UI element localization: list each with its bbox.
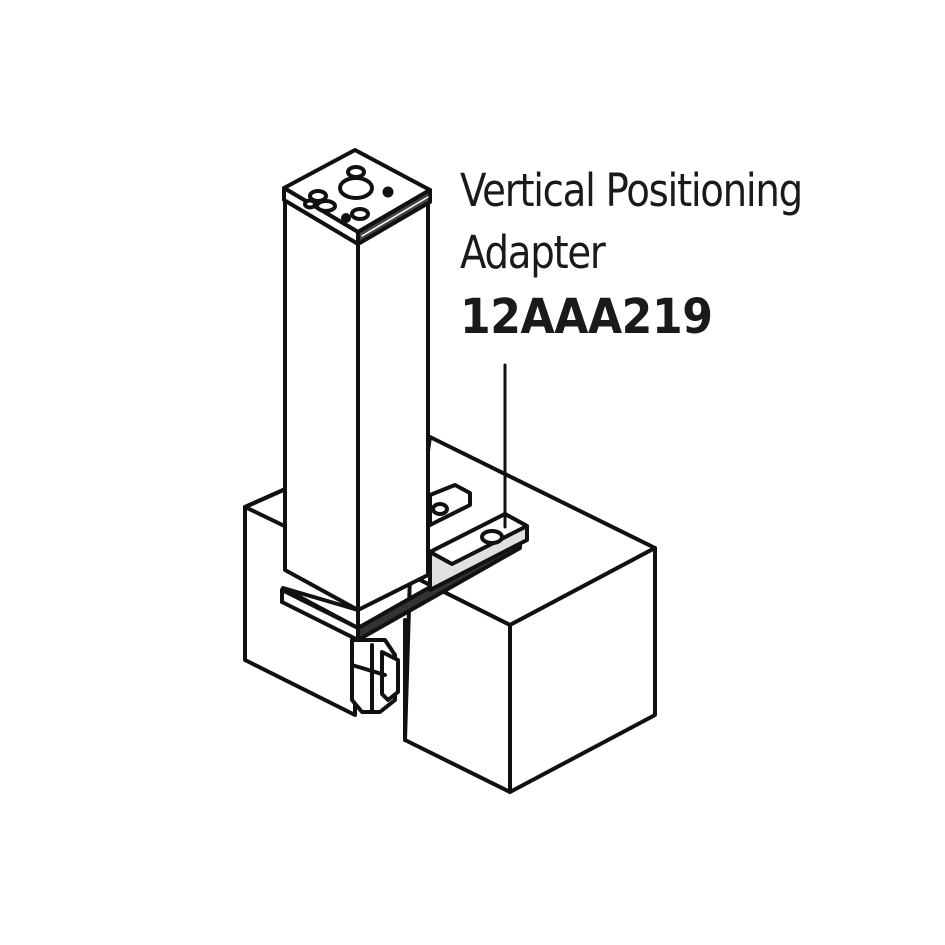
vertical-column <box>283 196 430 612</box>
part-name-line-1: Vertical Positioning <box>460 164 803 217</box>
column-top-cap <box>282 148 432 246</box>
part-name-line-2: Adapter <box>460 226 606 279</box>
part-number: 12AAA219 <box>460 289 713 345</box>
bottom-fitting <box>350 638 400 714</box>
callout-label: Vertical Positioning Adapter 12AAA219 <box>460 160 858 350</box>
right-base-block <box>403 435 657 794</box>
adapter-bar <box>428 483 529 592</box>
